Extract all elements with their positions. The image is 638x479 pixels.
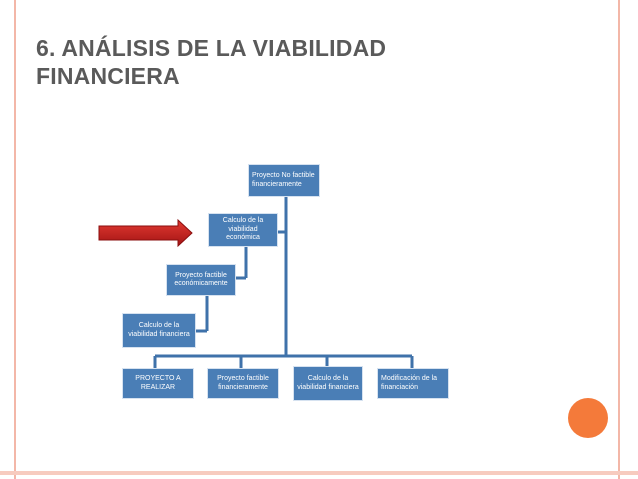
node-calc-viabilidad-economica-label: Calculo de la viabilidad económica [222,217,264,242]
slide-title-line2: FINANCIERA [36,63,180,89]
node-modificacion-financiacion-label: Modificación de la financiación [381,375,438,391]
node-calc-viabilidad-financiera-bottom-label: Calculo de la viabilidad financiera [297,375,359,391]
slide-title-line1: 6. ANÁLISIS DE LA VIABILIDAD [36,35,387,61]
node-proyecto-a-realizar: PROYECTO A REALIZAR [122,368,194,399]
node-proyecto-factible-economicamente: Proyecto factible económicamente [166,264,236,296]
node-modificacion-financiacion: Modificación de la financiación [377,368,449,399]
frame-border-right [618,0,620,479]
node-calc-viabilidad-economica: Calculo de la viabilidad económica [208,213,278,247]
accent-circle-icon [568,398,608,438]
node-proyecto-factible-economicamente-label: Proyecto factible económicamente [174,271,228,288]
node-proyecto-factible-financieramente: Proyecto factible financieramente [207,368,279,399]
node-root: Proyecto No factible financieramente [248,164,320,197]
red-arrow-icon [98,218,193,248]
node-root-label: Proyecto No factible financieramente [252,172,315,188]
slide-title: 6. ANÁLISIS DE LA VIABILIDAD FINANCIERA [36,34,556,90]
node-calc-viabilidad-financiera-bottom: Calculo de la viabilidad financiera [293,366,363,401]
frame-border-bottom [0,471,638,475]
node-proyecto-factible-financieramente-label: Proyecto factible financieramente [217,375,269,391]
node-proyecto-a-realizar-label: PROYECTO A REALIZAR [135,375,181,391]
frame-border-left [14,0,16,479]
node-calc-viabilidad-financiera-left-label: Calculo de la viabilidad financiera [128,322,190,338]
node-calc-viabilidad-financiera-left: Calculo de la viabilidad financiera [122,313,196,348]
